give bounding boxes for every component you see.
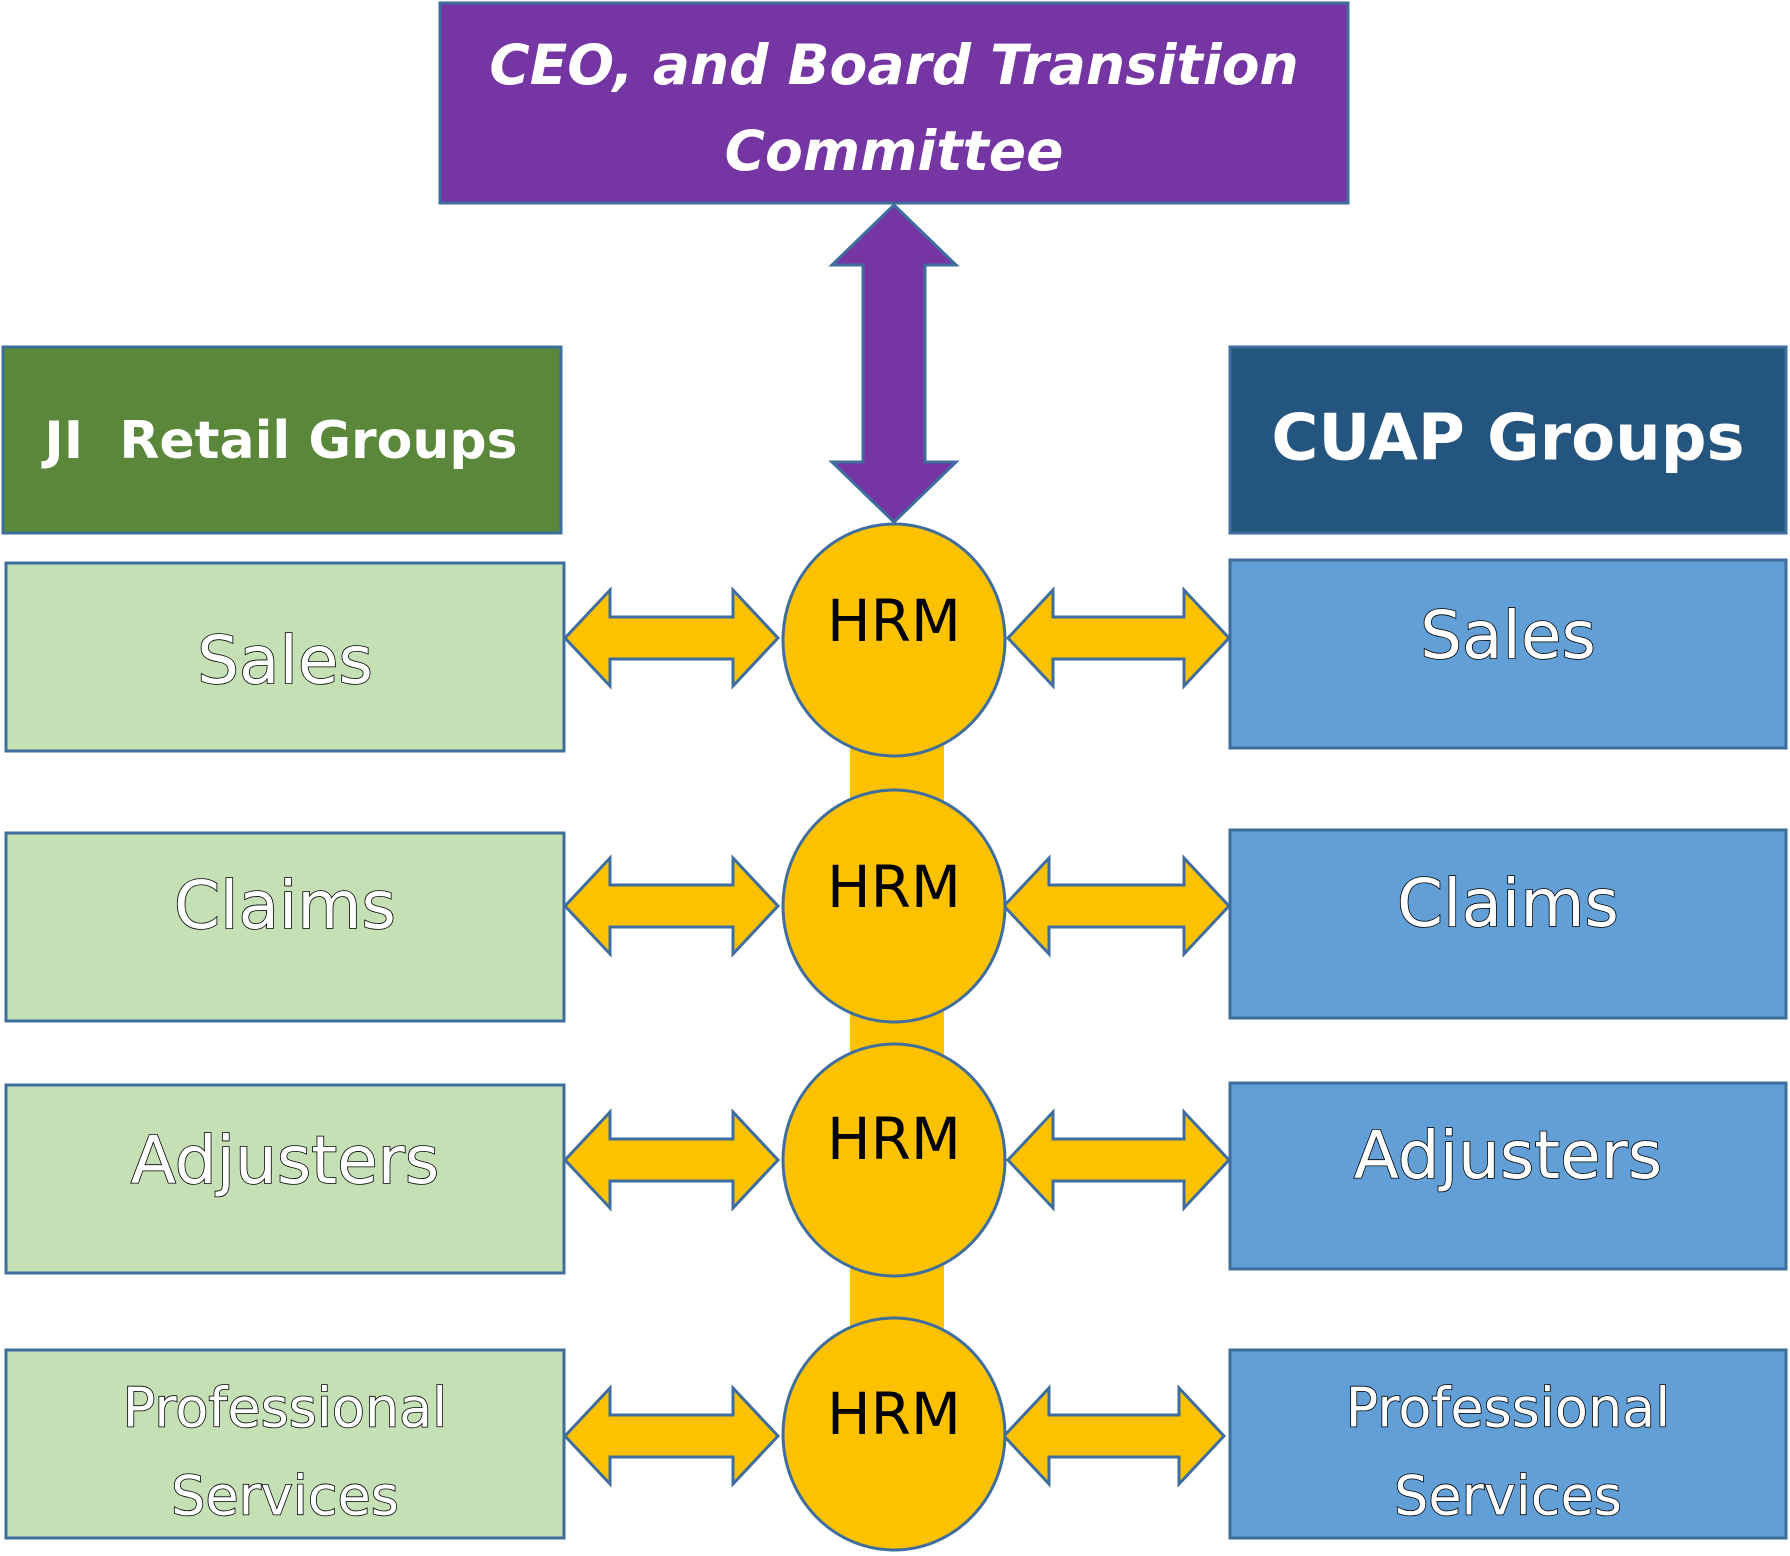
right-arrow-claims: [1001, 854, 1232, 958]
hrm-node-professional-services: HRM: [781, 1316, 1007, 1552]
left-arrow-professional-services: [562, 1384, 781, 1488]
hrm-node-sales: HRM: [781, 522, 1007, 758]
left-group-claims-label: Claims: [174, 867, 396, 944]
left-group-adjusters-label: Adjusters: [131, 1122, 439, 1199]
right-arrow-professional-services: [1001, 1384, 1227, 1488]
ceo-board-box: CEO, and Board Transition Committee: [438, 1, 1350, 205]
ceo-box-line1: CEO, and Board Transition: [489, 33, 1298, 97]
right-arrow-adjusters: [1005, 1108, 1232, 1212]
right-group-adjusters-label: Adjusters: [1354, 1117, 1662, 1194]
left-group-sales: Sales: [4, 561, 566, 753]
left-arrow-adjusters: [562, 1108, 781, 1212]
left-header-title: JI Retail Groups: [41, 411, 517, 471]
left-group-adjusters: Adjusters: [4, 1083, 566, 1275]
right-group-services-label: Services: [1394, 1465, 1622, 1528]
right-group-sales-label: Sales: [1420, 597, 1596, 674]
hrm-node-adjusters: HRM: [781, 1042, 1007, 1278]
right-group-professional-services: Professional Services: [1228, 1348, 1788, 1540]
left-arrow-claims: [562, 854, 781, 958]
right-group-claims-label: Claims: [1397, 865, 1619, 942]
cuap-groups-header: CUAP Groups: [1228, 345, 1788, 535]
ji-retail-groups-header: JI Retail Groups: [1, 345, 563, 535]
left-arrow-sales: [562, 586, 781, 690]
left-group-professional-services: Professional Services: [4, 1348, 566, 1540]
hrm-label-adjusters: HRM: [827, 1105, 961, 1173]
right-group-professional-label: Professional: [1346, 1377, 1671, 1440]
left-group-sales-label: Sales: [197, 622, 373, 699]
ceo-hrm-double-arrow: [828, 202, 960, 525]
right-group-adjusters: Adjusters: [1228, 1081, 1788, 1271]
left-group-services-label: Services: [171, 1465, 399, 1528]
left-group-professional-label: Professional: [123, 1377, 448, 1440]
right-header-title: CUAP Groups: [1271, 402, 1744, 476]
right-group-sales: Sales: [1228, 558, 1788, 750]
right-arrow-sales: [1005, 586, 1232, 690]
hrm-label-professional-services: HRM: [827, 1380, 961, 1448]
left-group-claims: Claims: [4, 831, 566, 1023]
ceo-box-line2: Committee: [725, 119, 1064, 183]
hrm-label-sales: HRM: [827, 587, 961, 655]
hrm-node-claims: HRM: [781, 788, 1007, 1024]
hrm-label-claims: HRM: [827, 853, 961, 921]
right-group-claims: Claims: [1228, 828, 1788, 1020]
